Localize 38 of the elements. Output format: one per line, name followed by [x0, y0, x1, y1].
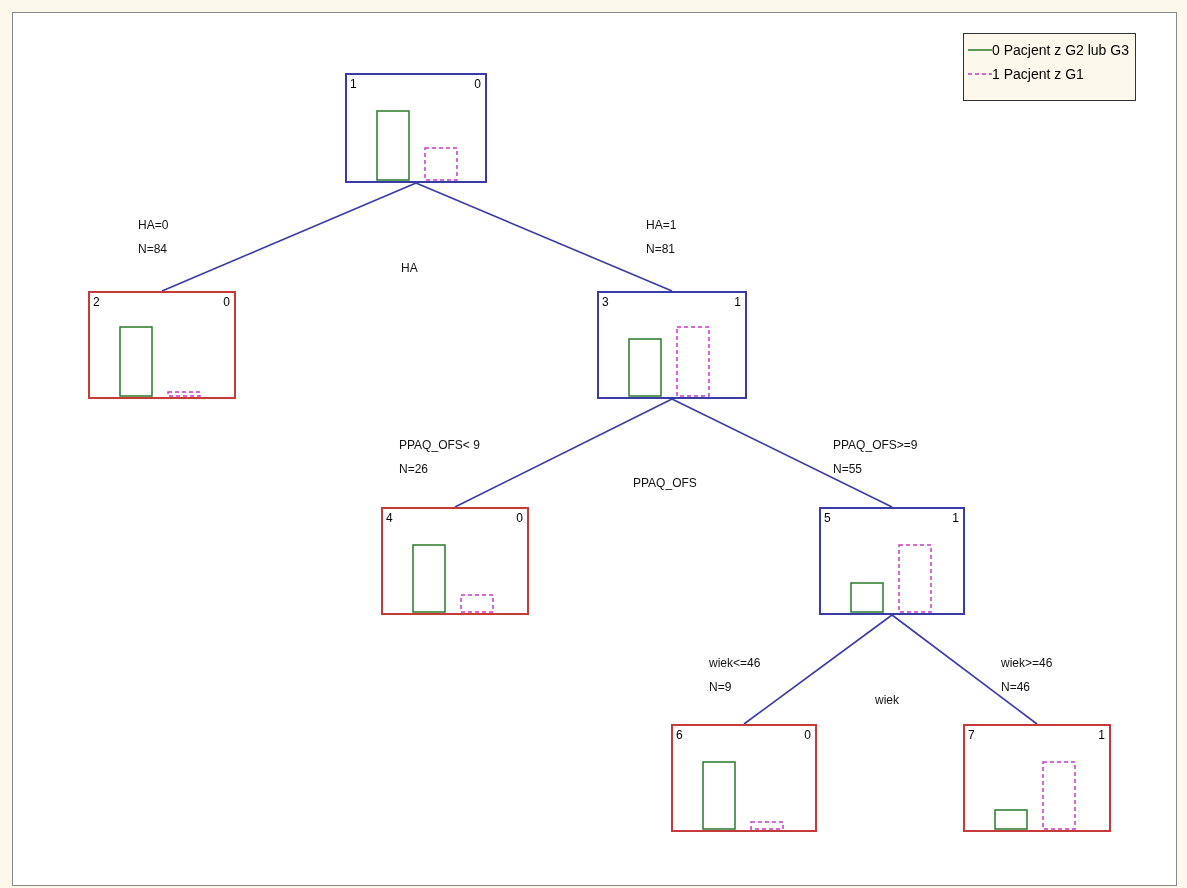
class-label: 0	[516, 511, 523, 525]
class-label: 0	[474, 77, 481, 91]
split-variable-label: HA	[401, 260, 418, 277]
split-variable-label: PPAQ_OFS	[633, 475, 697, 492]
branch-line	[161, 182, 417, 292]
node-number: 2	[93, 295, 100, 309]
class-label: 0	[804, 728, 811, 742]
leaf-node-box	[381, 507, 529, 615]
leaf-node-box	[963, 724, 1111, 832]
node-number: 7	[968, 728, 975, 742]
branch-line	[454, 398, 673, 508]
split-variable-label: wiek	[875, 692, 899, 709]
node-number: 5	[824, 511, 831, 525]
branch-line	[671, 398, 893, 508]
node-number: 3	[602, 295, 609, 309]
edge-label: PPAQ_OFS< 9 N=26	[399, 437, 481, 478]
node-number: 4	[386, 511, 393, 525]
class-label: 1	[952, 511, 959, 525]
class-label: 0	[223, 295, 230, 309]
leaf-node-box	[671, 724, 817, 832]
legend-text: 1 Pacjent z G1	[992, 66, 1084, 82]
edge-label: HA=0 N=84	[138, 217, 170, 258]
edge-label: wiek<=46 N=9	[709, 655, 762, 696]
split-node-box	[819, 507, 965, 615]
edge-label: HA=1 N=81	[646, 217, 678, 258]
class-label: 1	[734, 295, 741, 309]
class-label: 1	[1098, 728, 1105, 742]
branch-line	[415, 182, 673, 292]
branch-line	[743, 614, 893, 725]
split-node-box	[345, 73, 487, 183]
node-number: 1	[350, 77, 357, 91]
legend-text: 0 Pacjent z G2 lub G3	[992, 42, 1129, 58]
leaf-node-box	[88, 291, 236, 399]
branch-line	[891, 614, 1038, 725]
edge-label: wiek>=46 N=46	[1001, 655, 1054, 696]
node-number: 6	[676, 728, 683, 742]
split-node-box	[597, 291, 747, 399]
edge-label: PPAQ_OFS>=9 N=55	[833, 437, 919, 478]
